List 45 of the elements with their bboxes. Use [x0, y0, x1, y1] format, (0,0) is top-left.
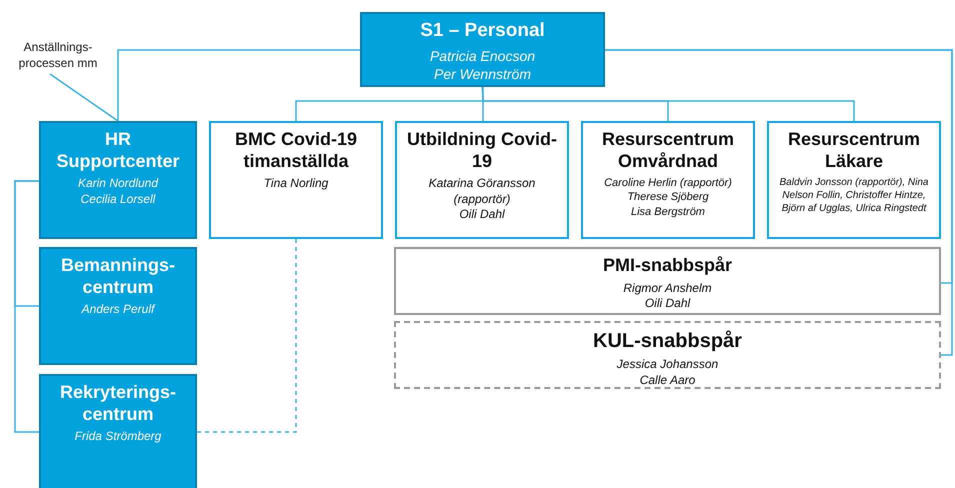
member-name: Rigmor Anshelm [623, 280, 712, 296]
unit-title: S1 – Personal [420, 20, 545, 43]
member-name: Calle Aaro [640, 372, 696, 388]
member-name: Baldvin Jonsson (rapportör), Nina Nelson Follin, Christoffer Hintze, Björn af Ugglas, Ulrica Ringstedt [778, 176, 930, 216]
connector-line [14, 180, 39, 433]
unit-box [581, 121, 755, 239]
member-name: Karin Nordlund [78, 176, 158, 192]
member-name: Frida Strömberg [74, 429, 162, 445]
connector-line [117, 49, 360, 121]
unit-box [360, 12, 605, 87]
member-name: Caroline Herlin (rapportör) [604, 176, 732, 190]
member-name: Jessica Johansson [616, 357, 718, 373]
unit-title: PMI-snabbspår [602, 255, 732, 277]
unit-title: HR Supportcenter [55, 129, 180, 172]
unit-title: Rekryterings- centrum [58, 382, 178, 426]
member-name: Patricia Enocson [430, 46, 536, 65]
unit-title: KUL-snabbspår [593, 329, 742, 353]
dashed-connector [197, 239, 297, 433]
member-name: Anders Perulf [82, 302, 154, 318]
member-name: Lisa Bergström [631, 204, 705, 220]
member-name: Oili Dahl [459, 207, 505, 223]
unit-box [39, 121, 197, 239]
unit-box [39, 247, 197, 365]
unit-box [39, 374, 197, 488]
unit-title: Bemannings- centrum [60, 255, 176, 298]
dashed-unit-box [394, 321, 941, 389]
member-name: Cecilia Lorsell [80, 192, 156, 208]
unit-title: Resurscentrum Omvårdnad [600, 129, 736, 172]
member-name: Katarina Göransson (rapportör) [428, 176, 536, 208]
connector-line [482, 87, 484, 121]
unit-box [767, 121, 941, 239]
member-name: Oili Dahl [644, 296, 690, 312]
member-name: Per Wennström [434, 64, 531, 84]
unit-box [394, 247, 941, 315]
member-name: Therese Sjöberg [627, 190, 709, 205]
unit-box [395, 121, 569, 239]
unit-title: Resurscentrum Läkare [786, 129, 922, 172]
unit-title: BMC Covid-19 timanställda [234, 129, 358, 172]
connector-line [605, 49, 953, 356]
member-name: Tina Norling [264, 176, 328, 192]
unit-box [209, 121, 383, 239]
unit-title: Utbildning Covid-19 [407, 129, 557, 172]
leader-line [50, 73, 118, 122]
connector-line [482, 86, 855, 121]
annotation-text: Anställnings- processen mm [8, 40, 108, 74]
